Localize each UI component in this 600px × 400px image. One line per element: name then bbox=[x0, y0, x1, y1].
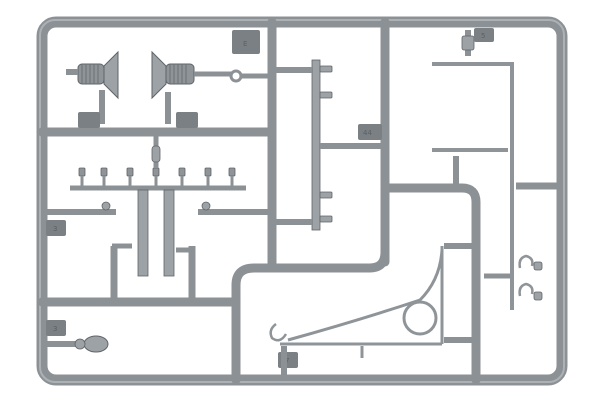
tag-left-mid-label: 3 bbox=[53, 225, 57, 233]
knob-part bbox=[46, 335, 109, 353]
tag-left-mid: 3 bbox=[46, 220, 66, 236]
tag-top-right: 5 bbox=[474, 28, 494, 42]
hooks bbox=[518, 254, 543, 301]
tag-e: E bbox=[232, 30, 260, 54]
loudspeaker-left bbox=[66, 50, 119, 124]
tag-44: 44 bbox=[358, 124, 382, 140]
inner-runners bbox=[37, 17, 481, 385]
sign-bracket bbox=[269, 243, 472, 358]
tag-top-right-label: 5 bbox=[481, 32, 485, 40]
outer-runner bbox=[36, 16, 568, 386]
posts bbox=[46, 189, 268, 302]
right-bracket bbox=[432, 30, 560, 310]
tag-e-label: E bbox=[243, 40, 247, 48]
tag-44-label: 44 bbox=[363, 129, 372, 137]
peg-row bbox=[70, 136, 246, 191]
tag-bottom-left-label: 3 bbox=[53, 325, 57, 333]
peg-column bbox=[276, 59, 382, 231]
loudspeaker-right bbox=[151, 50, 270, 124]
tag-bottom-left: 3 bbox=[46, 320, 66, 336]
tag-bottom-mid-label: 7 bbox=[285, 357, 289, 365]
